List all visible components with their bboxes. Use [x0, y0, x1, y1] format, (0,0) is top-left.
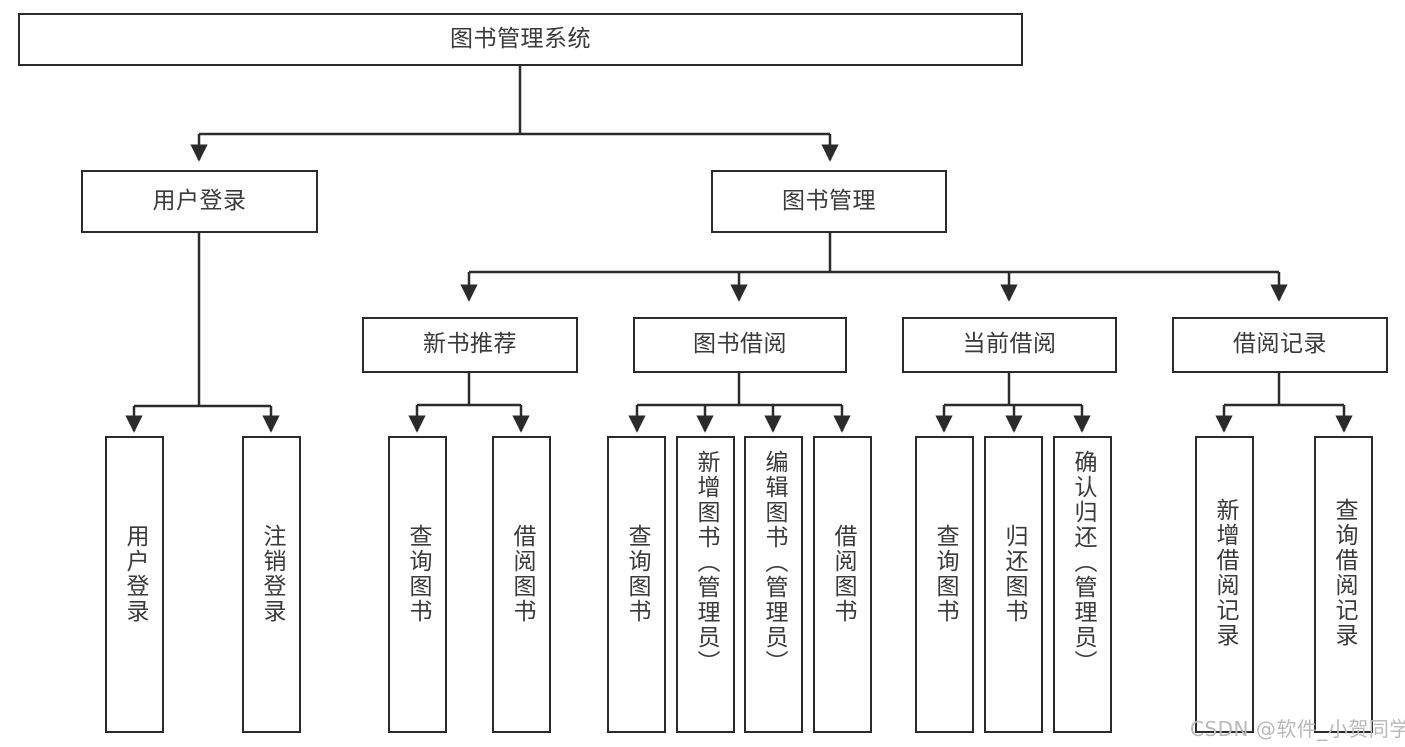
leaf-confirm-return-label: 确认归还（管理员） [1070, 450, 1096, 675]
leaf-borrow-book-1[interactable]: 借阅图书 [492, 436, 551, 733]
leaf-query-record[interactable]: 查询借阅记录 [1314, 436, 1373, 733]
node-book-borrow-label: 图书借阅 [693, 331, 787, 358]
leaf-query-book-3-label: 查询图书 [932, 524, 958, 624]
leaf-edit-book-label: 编辑图书（管理员） [761, 450, 787, 675]
node-book-borrow[interactable]: 图书借阅 [633, 317, 847, 373]
leaf-logout[interactable]: 注销登录 [242, 436, 301, 733]
node-user-login[interactable]: 用户登录 [81, 170, 318, 233]
leaf-add-record-label: 新增借阅记录 [1212, 498, 1238, 648]
leaf-user-login[interactable]: 用户登录 [105, 436, 164, 733]
node-book-manage-label: 图书管理 [782, 187, 876, 214]
leaf-borrow-book-2-label: 借阅图书 [830, 524, 856, 624]
node-new-book-rec-label: 新书推荐 [423, 331, 517, 358]
leaf-edit-book[interactable]: 编辑图书（管理员） [744, 436, 803, 733]
leaf-query-record-label: 查询借阅记录 [1331, 498, 1357, 648]
leaf-return-book-label: 归还图书 [1001, 524, 1027, 624]
node-borrow-record-label: 借阅记录 [1233, 331, 1327, 358]
leaf-add-book[interactable]: 新增图书（管理员） [676, 436, 735, 733]
leaf-return-book[interactable]: 归还图书 [984, 436, 1043, 733]
leaf-query-book-2-label: 查询图书 [624, 524, 650, 624]
node-book-manage[interactable]: 图书管理 [711, 170, 947, 233]
node-root-label: 图书管理系统 [450, 25, 591, 52]
node-root[interactable]: 图书管理系统 [18, 13, 1023, 66]
leaf-query-book-3[interactable]: 查询图书 [915, 436, 974, 733]
node-current-borrow-label: 当前借阅 [962, 331, 1057, 358]
node-borrow-record[interactable]: 借阅记录 [1172, 317, 1388, 373]
leaf-add-book-label: 新增图书（管理员） [693, 450, 719, 675]
leaf-confirm-return[interactable]: 确认归还（管理员） [1053, 436, 1112, 733]
node-current-borrow[interactable]: 当前借阅 [902, 317, 1117, 373]
leaf-user-login-label: 用户登录 [122, 524, 148, 624]
leaf-logout-label: 注销登录 [259, 524, 285, 624]
node-new-book-rec[interactable]: 新书推荐 [362, 317, 578, 373]
leaf-borrow-book-1-label: 借阅图书 [509, 524, 535, 624]
leaf-query-book-2[interactable]: 查询图书 [607, 436, 666, 733]
node-user-login-label: 用户登录 [152, 187, 247, 214]
leaf-add-record[interactable]: 新增借阅记录 [1195, 436, 1254, 733]
leaf-query-book-1[interactable]: 查询图书 [388, 436, 447, 733]
leaf-borrow-book-2[interactable]: 借阅图书 [813, 436, 872, 733]
leaf-query-book-1-label: 查询图书 [405, 524, 431, 624]
